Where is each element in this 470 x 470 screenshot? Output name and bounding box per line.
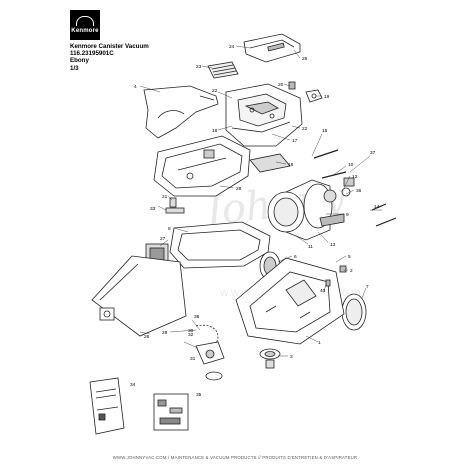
part-upper-housing [225,83,303,147]
part-foam-filter [249,153,291,173]
callout-19: 19 [324,94,330,100]
callout-34: 34 [130,382,136,388]
callout-20: 20 [278,82,284,88]
callout-32: 32 [188,332,194,338]
part-base-chassis [235,257,345,345]
model-color: Ebony [70,57,89,65]
page-indicator: 1/3 [70,64,79,72]
part-clip [165,207,185,214]
model-title: Kenmore Canister Vacuum [70,43,149,50]
callout-33: 33 [150,206,156,212]
callout-38: 38 [194,314,200,320]
callout-26: 26 [144,334,150,340]
callout-6: 6 [294,254,297,260]
part-motor-assembly [267,177,355,241]
callout-21: 21 [162,194,168,200]
callout-22-side: 22 [302,126,308,132]
logo-arch-icon [76,16,94,26]
callout-35: 35 [196,392,202,398]
callout-9: 9 [346,212,349,218]
part-caster [259,348,281,369]
callout-13: 13 [330,242,336,248]
callout-30: 30 [188,328,194,334]
callout-24: 24 [229,44,235,50]
callout-4: 4 [134,84,137,90]
callout-18: 18 [212,128,218,134]
callout-23: 23 [196,64,202,70]
callout-14: 14 [374,204,380,210]
callout-37: 37 [370,150,376,156]
callout-28: 28 [236,186,242,192]
callout-27: 27 [160,236,166,242]
callout-40: 40 [320,288,326,294]
part-owners-manual [89,377,125,435]
part-small-knob [288,81,296,90]
diagram-header: Kenmore Canister Vacuum 116.23195901C Eb… [70,43,149,72]
part-dust-bag [91,255,187,337]
callout-12: 12 [352,174,358,180]
callout-36: 36 [356,188,362,194]
part-handle-cover [143,85,219,139]
part-bag-tray [169,221,271,269]
callout-11: 11 [308,244,313,250]
part-accessory-kit [153,393,189,431]
callout-3: 3 [290,354,293,360]
callout-10: 10 [348,162,354,168]
model-number: 116.23195901C [70,50,114,58]
callout-16: 16 [288,162,294,168]
part-pivot-pin [339,265,347,273]
callout-17: 17 [292,138,298,144]
callout-29: 29 [162,330,168,336]
callout-22-top: 22 [212,88,218,94]
kenmore-logo: Kenmore [70,10,100,40]
callout-labels: 24 25 23 4 20 19 22 18 22 17 15 16 28 10… [130,44,380,398]
part-latch [169,197,177,208]
part-cord-reel-group [195,324,225,381]
callout-2: 2 [350,268,353,274]
part-rods [313,149,397,227]
callout-1: 1 [318,340,321,346]
footer-note: WWW.JOHNNYVAC.COM / MAINTENANCE & VACUUM… [112,455,358,460]
callout-leaders [139,45,382,357]
callout-5: 5 [348,254,351,260]
part-top-cover [243,33,301,63]
part-lower-body-shell [153,135,251,197]
callout-31: 31 [190,356,196,362]
part-exhaust-filter [207,61,239,79]
part-small-screw [325,279,331,287]
callout-15: 15 [322,128,328,134]
callout-7: 7 [366,284,369,290]
callout-8: 8 [168,226,171,232]
callout-25: 25 [302,56,308,62]
